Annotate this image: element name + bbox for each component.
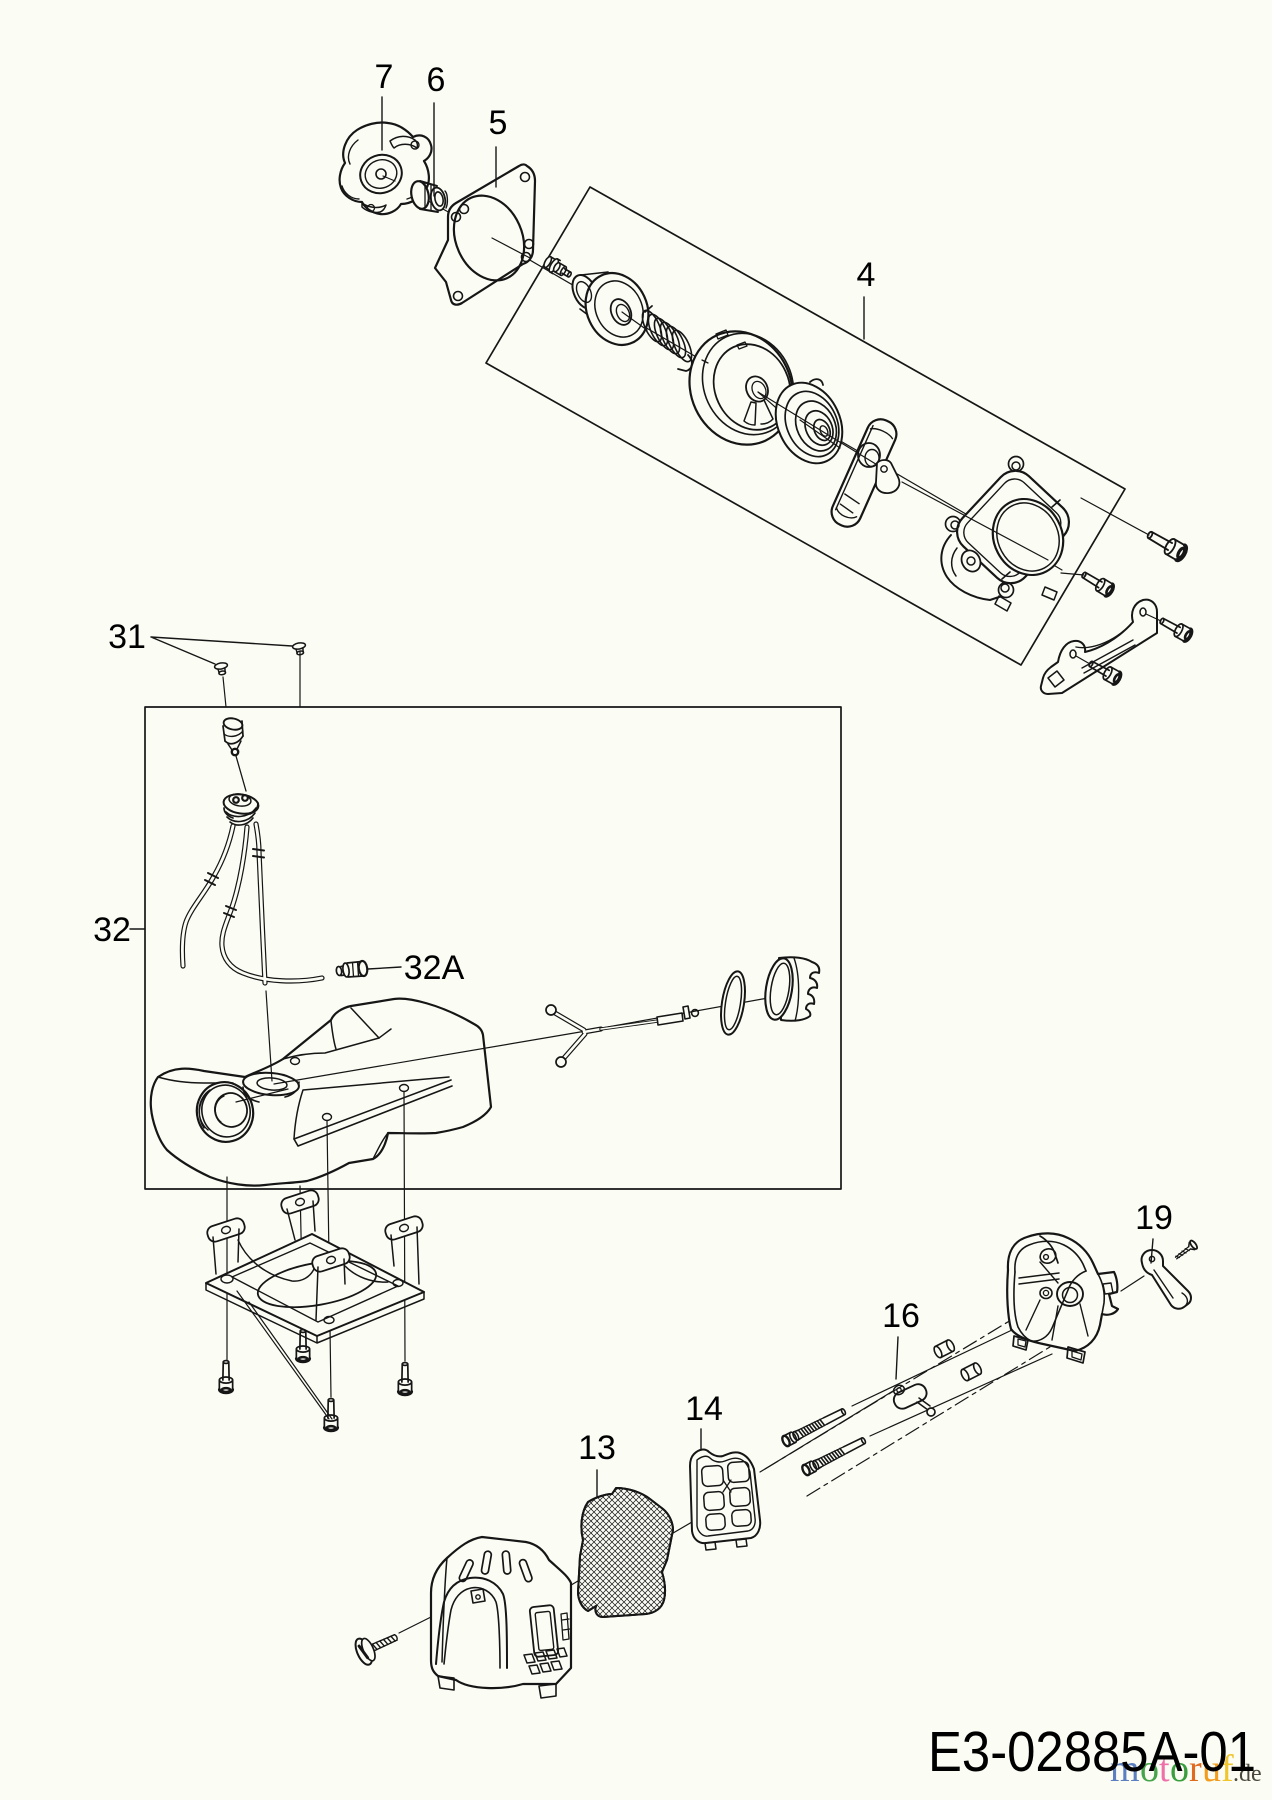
starter-gasket <box>433 163 537 306</box>
fuel-cap-retainer <box>545 1004 700 1068</box>
label-leader-lines <box>129 96 1154 1498</box>
starter-handle <box>757 391 901 528</box>
fuel-tank-vent <box>222 717 247 792</box>
label-part-32a: 32A <box>404 949 465 987</box>
air-filter-element <box>577 1487 674 1618</box>
label-part-32: 32 <box>93 911 131 949</box>
choke-plate <box>892 1383 936 1417</box>
watermark-motoruf: m o t o r u f .de <box>1110 1748 1262 1790</box>
starter-ratchet <box>571 271 650 346</box>
watermark-suffix: .de <box>1233 1761 1262 1787</box>
label-part-5: 5 <box>489 104 508 142</box>
label-part-19: 19 <box>1135 1199 1173 1237</box>
pawl-pin <box>543 255 572 278</box>
housing-screw-lines <box>1060 497 1150 576</box>
cover-screw <box>354 1633 398 1666</box>
part-number-labels: 7 6 5 4 31 32 32A 13 14 16 19 <box>93 58 1173 1467</box>
label-part-6: 6 <box>427 61 446 99</box>
air-filter-cover <box>429 1535 573 1699</box>
primer-screws <box>213 641 308 708</box>
drawing-code: E3-02885A-01 <box>928 1720 1256 1784</box>
label-part-16: 16 <box>882 1297 920 1335</box>
footer: m o t o r u f .de E3-02885A-01 <box>928 1720 1262 1790</box>
fuel-cap <box>764 956 821 1022</box>
tank-bracket <box>205 1189 425 1420</box>
label-part-14: 14 <box>685 1390 723 1428</box>
fuel-hoses <box>179 821 325 986</box>
air-filter-base <box>1006 1232 1120 1364</box>
group-frame-fuel-tank <box>144 706 842 1190</box>
starter-cup <box>338 121 433 216</box>
air-filter-plate <box>689 1448 762 1551</box>
starter-housing <box>901 455 1071 612</box>
label-part-7: 7 <box>375 58 394 96</box>
flange-nut <box>410 180 449 213</box>
fuel-filter <box>335 959 369 978</box>
fuel-cap-vent <box>222 793 260 826</box>
fuel-cap-gasket <box>720 970 746 1036</box>
fuel-tank <box>149 997 493 1187</box>
label-part-4: 4 <box>857 256 876 294</box>
rope-guide <box>875 459 901 495</box>
group-frame-recoil-starter <box>485 186 1126 666</box>
choke-lever-screw <box>1174 1239 1198 1260</box>
rope-pulley <box>688 329 795 446</box>
label-part-31: 31 <box>108 618 146 656</box>
label-part-13: 13 <box>578 1429 616 1467</box>
